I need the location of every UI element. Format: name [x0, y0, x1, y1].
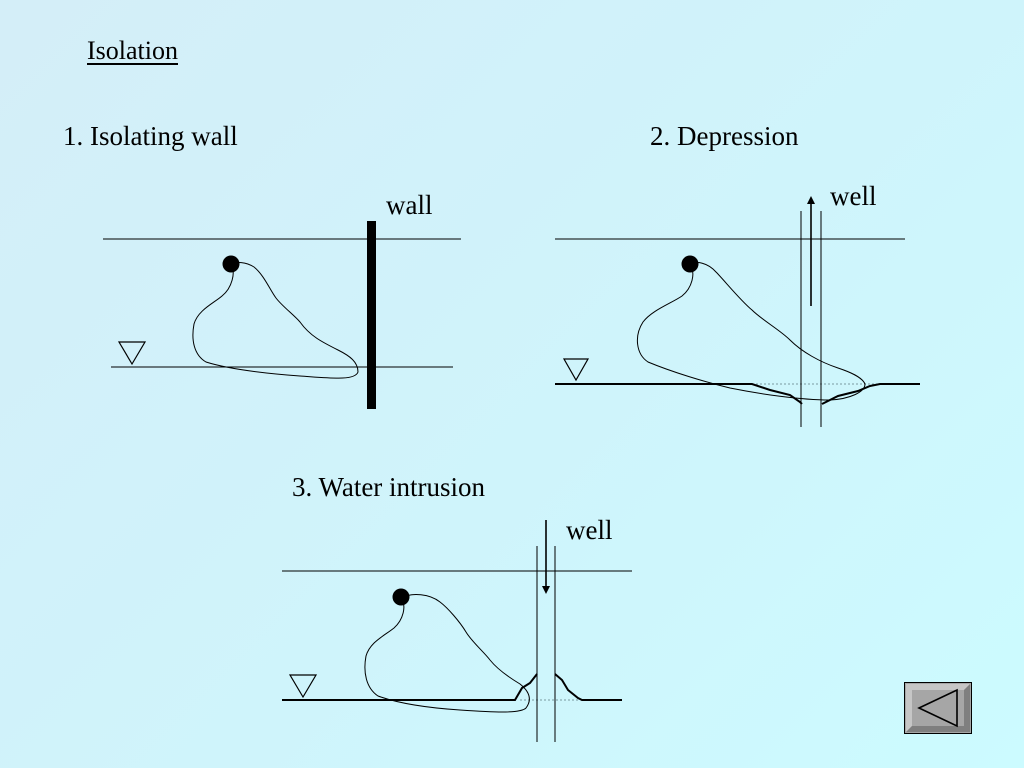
- back-button[interactable]: [904, 682, 972, 734]
- panel-heading-water-intrusion: 3. Water intrusion: [292, 472, 486, 502]
- contaminant-plume: [636, 262, 866, 401]
- isolating-wall: [367, 221, 376, 409]
- back-triangle-icon: [904, 682, 972, 734]
- depression-well-label: well: [830, 181, 877, 211]
- contaminant-source: [222, 255, 240, 273]
- panel-depression: [555, 196, 920, 427]
- panel-heading-depression: 2. Depression: [650, 121, 799, 151]
- depressed-water-table-right: [821, 383, 920, 405]
- panel-heading-isolating-wall: 1. Isolating wall: [63, 121, 238, 151]
- mounded-water-table-left: [282, 673, 538, 701]
- mounded-water-table-right: [554, 673, 622, 701]
- contaminant-plume: [192, 262, 359, 379]
- water-table-icon: [117, 341, 147, 366]
- water-table-icon: [288, 674, 318, 699]
- slide-title: Isolation: [87, 36, 178, 65]
- intrusion-well-label: well: [566, 515, 613, 545]
- water-table-icon: [562, 358, 590, 382]
- panel-water-intrusion: [282, 520, 632, 742]
- depressed-water-table: [555, 383, 803, 405]
- contaminant-source: [392, 588, 410, 606]
- wall-label: wall: [386, 190, 433, 220]
- panel-isolating-wall: [103, 221, 461, 409]
- contaminant-plume: [364, 594, 530, 713]
- contaminant-source: [681, 255, 699, 273]
